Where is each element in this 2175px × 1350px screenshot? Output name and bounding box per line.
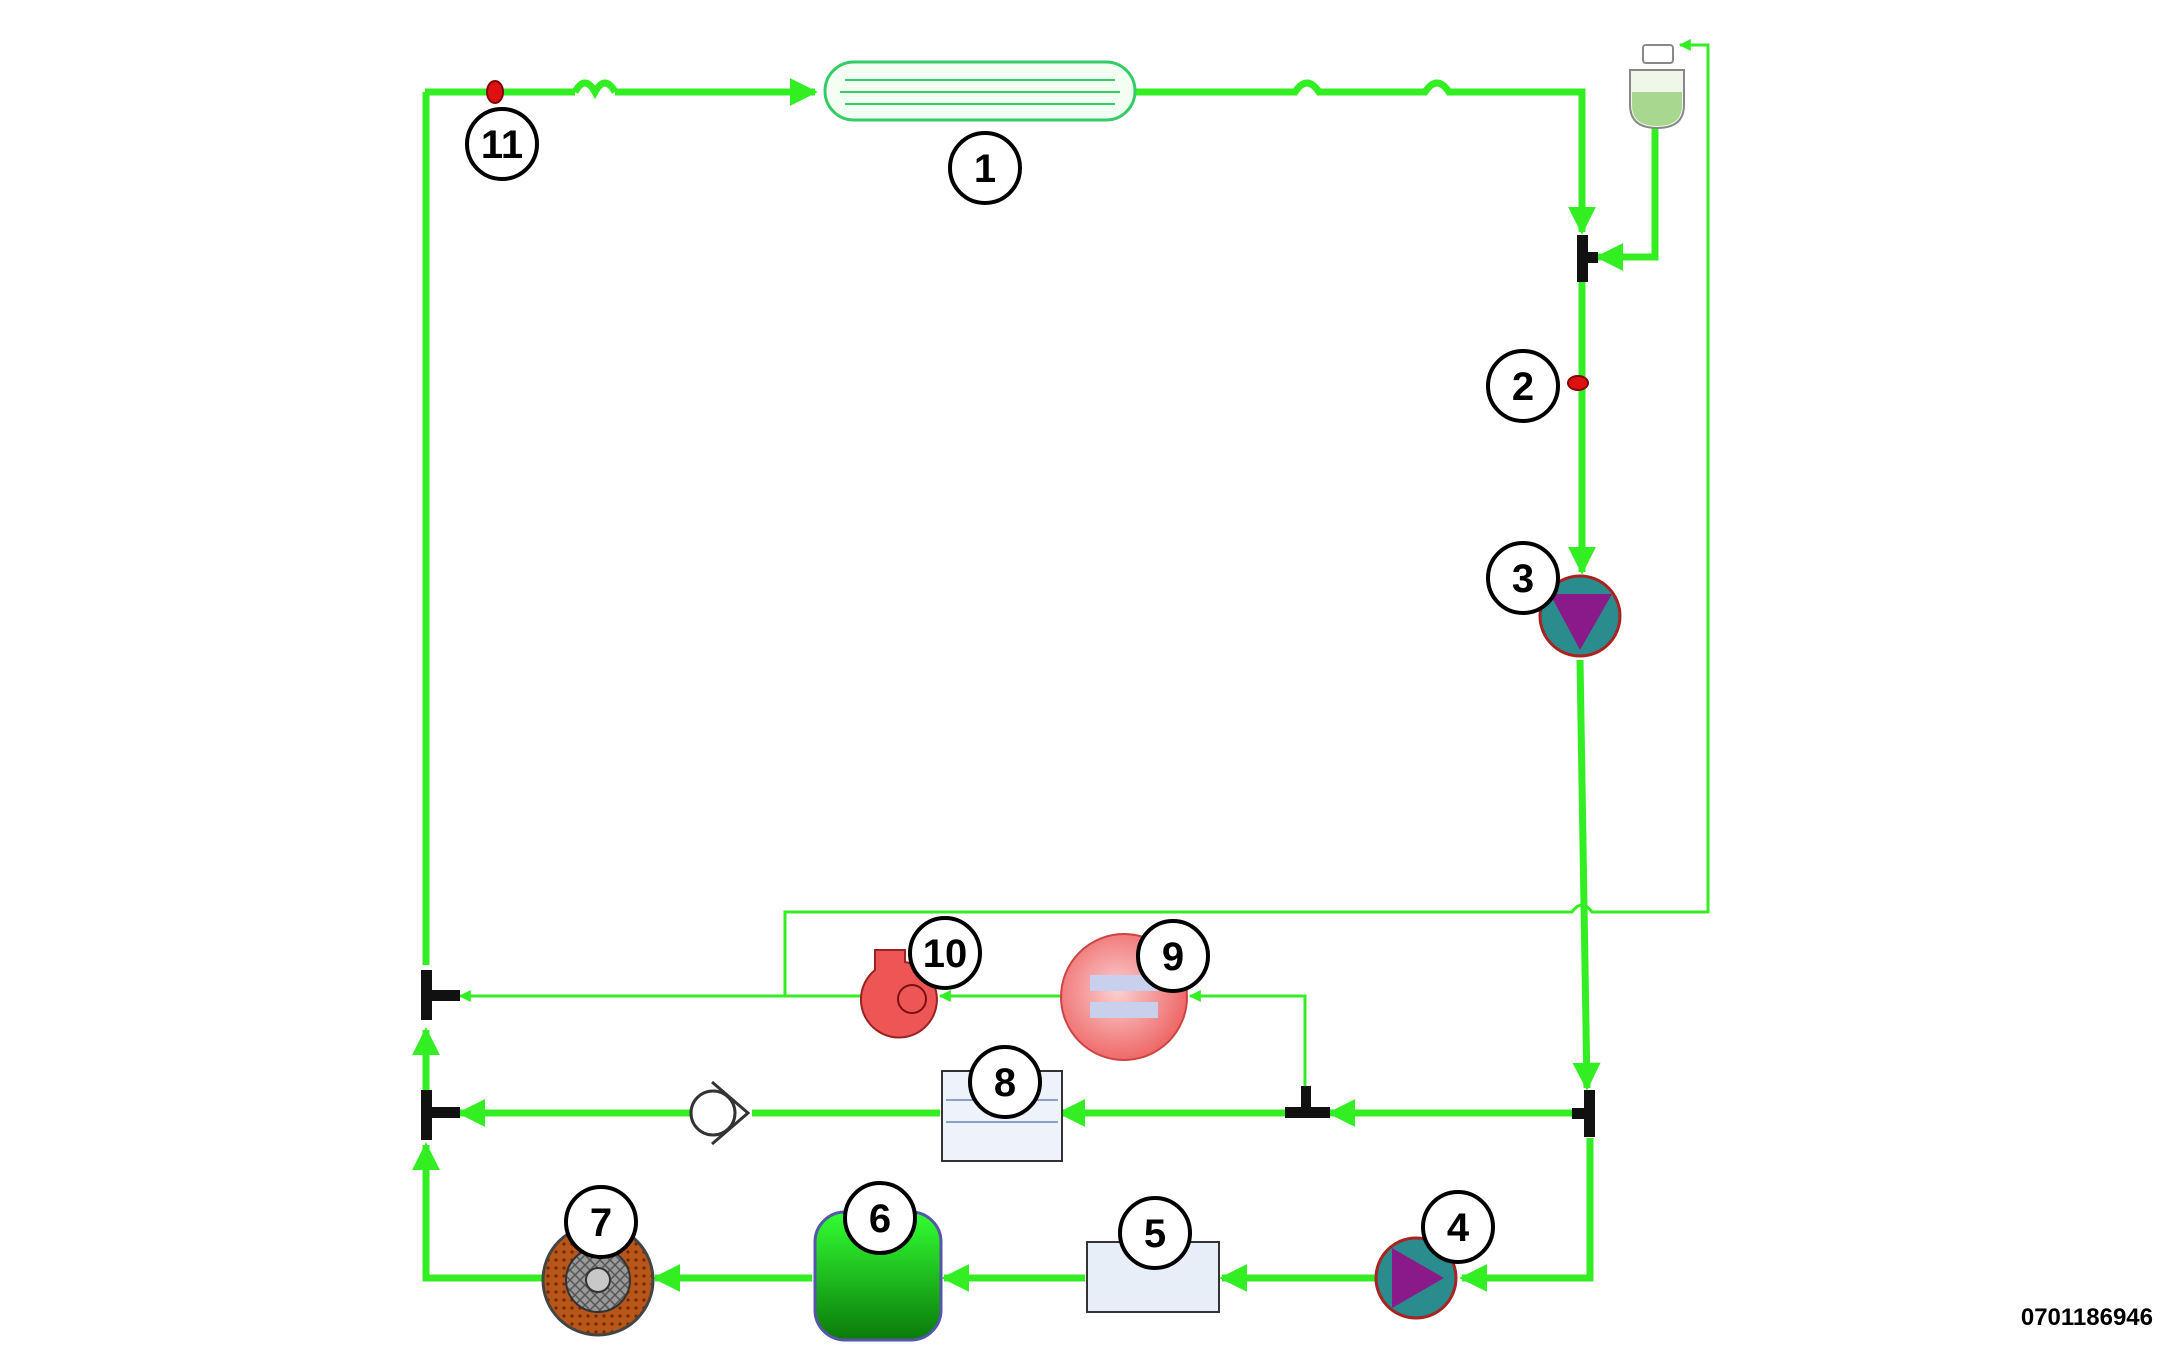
svg-text:7: 7 [590, 1201, 612, 1245]
line-top-right [1135, 79, 1596, 235]
line-pump-3-down [1572, 659, 1601, 1091]
thin-line-return [783, 39, 1710, 996]
pump-icon [1374, 1236, 1458, 1320]
callout-6: 6 [843, 1181, 917, 1255]
callout-9: 9 [1136, 919, 1210, 993]
callout-2: 2 [1486, 349, 1560, 423]
callout-7: 7 [564, 1185, 638, 1259]
tee-junctions [421, 235, 1598, 1140]
line-filter-7-left [412, 1142, 542, 1282]
svg-text:10: 10 [923, 932, 968, 976]
thin-circuit-lines [458, 39, 1710, 1088]
expansion-reservoir-icon [1629, 44, 1685, 130]
tee-left-upper [421, 970, 460, 1020]
svg-text:5: 5 [1144, 1212, 1166, 1256]
svg-text:2: 2 [1512, 365, 1534, 409]
line-right-down-to-pump-4 [1459, 1138, 1594, 1292]
svg-text:1: 1 [974, 147, 996, 191]
svg-text:4: 4 [1447, 1206, 1470, 1250]
temperature-sensor-icon [1567, 375, 1589, 391]
svg-text:9: 9 [1162, 935, 1184, 979]
pump-icon [1538, 574, 1622, 658]
main-circuit-lines [412, 78, 1659, 1292]
reference-number: 0701186946 [2020, 1304, 2153, 1331]
tee-right-middle [1572, 1090, 1595, 1137]
svg-text:8: 8 [994, 1061, 1016, 1105]
heat-exchanger-tube-icon [823, 60, 1137, 122]
callout-8: 8 [968, 1045, 1042, 1119]
svg-text:11: 11 [481, 123, 523, 167]
thin-line-to-heater [1188, 990, 1307, 1088]
temperature-sensor-icon [486, 80, 504, 104]
tee-middle [1285, 1086, 1330, 1118]
callout-5: 5 [1118, 1196, 1192, 1270]
line-top-bend-1 [571, 79, 619, 100]
callout-3: 3 [1486, 541, 1560, 615]
check-valve-icon [689, 1080, 751, 1146]
line-reservoir-feed [1595, 122, 1659, 271]
callout-4: 4 [1421, 1190, 1495, 1264]
tee-top-right [1577, 235, 1598, 282]
tee-left-lower [421, 1090, 460, 1140]
callout-10: 10 [908, 916, 982, 990]
svg-text:6: 6 [869, 1197, 891, 1241]
svg-text:3: 3 [1512, 557, 1534, 601]
callout-11: 11 [465, 107, 539, 181]
callout-1: 1 [948, 131, 1022, 205]
